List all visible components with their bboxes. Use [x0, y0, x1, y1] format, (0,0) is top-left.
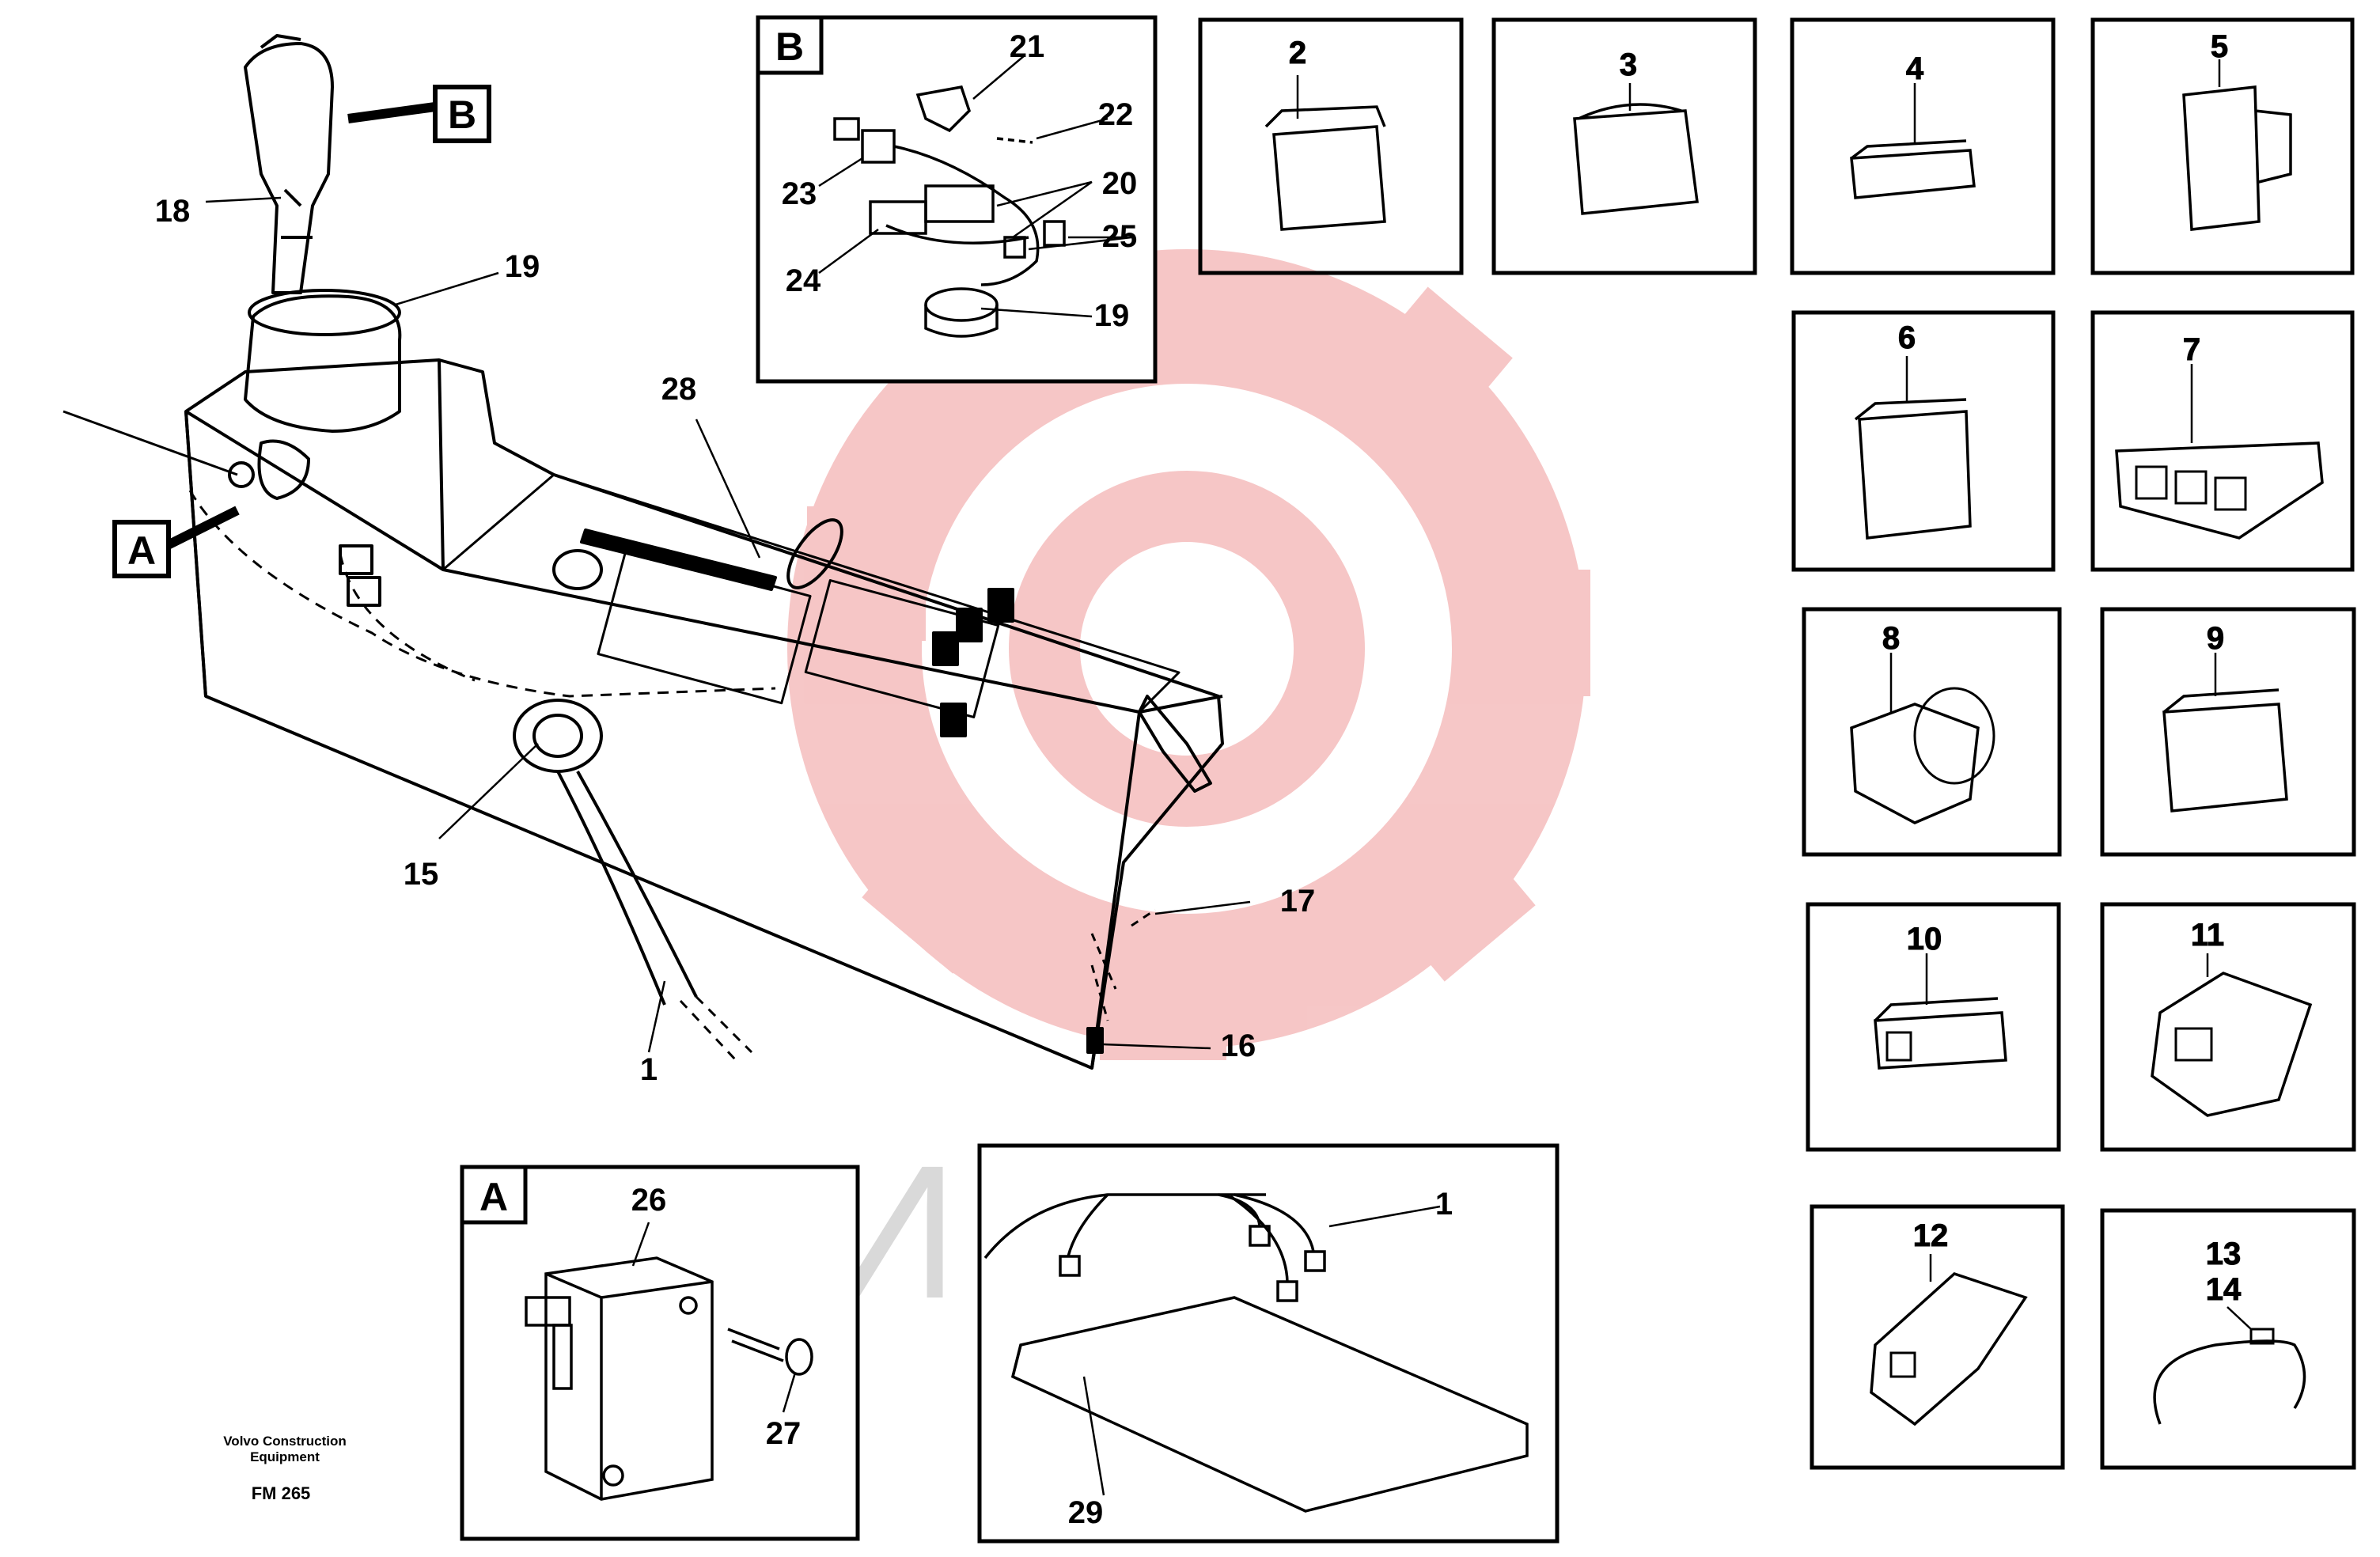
callout-24: 24: [786, 263, 821, 298]
connector-9: 9: [2100, 607, 2356, 857]
connector-2-label: 2: [1289, 36, 1306, 70]
callout-23: 23: [782, 176, 817, 211]
callout-20: 20: [1102, 166, 1138, 201]
connector-13-label: 13: [2206, 1237, 2242, 1271]
connector-13-14: 13 14: [2100, 1208, 2356, 1470]
callout-25: 25: [1102, 219, 1138, 254]
connector-8: 8: [1802, 607, 2062, 857]
detail-a-tag: A: [479, 1175, 508, 1219]
control-console: [63, 34, 1224, 1070]
view-marker-b-label: B: [448, 93, 476, 137]
connector-12-label: 12: [1913, 1218, 1949, 1253]
detail-a-panel: A 26 27: [460, 1165, 860, 1541]
connector-2: 2: [1198, 17, 1464, 275]
footer-company: Volvo Construction Equipment: [202, 1434, 368, 1465]
connector-3: 3: [1491, 17, 1757, 275]
callout-17: 17: [1280, 884, 1316, 919]
callout-26: 26: [631, 1183, 667, 1218]
main-view-leaders: [205, 196, 1251, 1053]
connector-5: 5: [2090, 17, 2355, 275]
connector-14-label: 14: [2206, 1272, 2242, 1307]
connector-11: 11: [2100, 902, 2356, 1152]
callout-1-board: 1: [1435, 1187, 1453, 1222]
detail-b-tag: B: [775, 25, 804, 69]
view-marker-b: B: [347, 85, 491, 143]
connector-6-label: 6: [1898, 320, 1916, 355]
connector-11-label: 11: [2191, 918, 2224, 953]
connector-4: 4: [1790, 17, 2056, 275]
connector-8-label: 9: [2207, 621, 2224, 656]
detail-board-panel: 1 29: [977, 1143, 1560, 1544]
detail-b-panel: B 21 22 23 20 25 24: [756, 15, 1158, 384]
connector-7: 7: [2090, 310, 2355, 572]
callout-27: 27: [766, 1416, 802, 1451]
callout-15: 15: [404, 857, 439, 892]
callout-19-main: 19: [505, 249, 540, 284]
view-marker-a: A: [112, 506, 240, 578]
callout-21: 21: [1010, 29, 1045, 64]
callout-29: 29: [1068, 1495, 1104, 1530]
footer-company-line1: Volvo Construction: [223, 1434, 347, 1449]
footer-company-line2: Equipment: [250, 1449, 320, 1464]
callout-19-detail: 19: [1094, 298, 1130, 333]
callout-18: 18: [155, 194, 191, 229]
connector-5-label: 5: [2211, 29, 2228, 64]
callout-22: 22: [1098, 97, 1134, 132]
connector-7-label: 7: [2183, 332, 2200, 367]
connector-3-label: 3: [1620, 47, 1637, 82]
connector-4-label: 4: [1906, 51, 1924, 86]
callout-16: 16: [1221, 1029, 1256, 1063]
connector-10: 10: [1806, 902, 2061, 1152]
callout-28: 28: [661, 372, 697, 407]
view-marker-a-label: A: [127, 528, 156, 573]
connector-grid: 2 3 4 5 6: [1198, 17, 2356, 1470]
callout-1-main: 1: [640, 1052, 658, 1087]
connector-6: 6: [1791, 310, 2056, 572]
footer-code: FM 265: [251, 1483, 311, 1503]
connector-8-label: 8: [1882, 621, 1900, 656]
connector-12: 12: [1810, 1204, 2065, 1470]
connector-10-label: 10: [1907, 922, 1942, 957]
